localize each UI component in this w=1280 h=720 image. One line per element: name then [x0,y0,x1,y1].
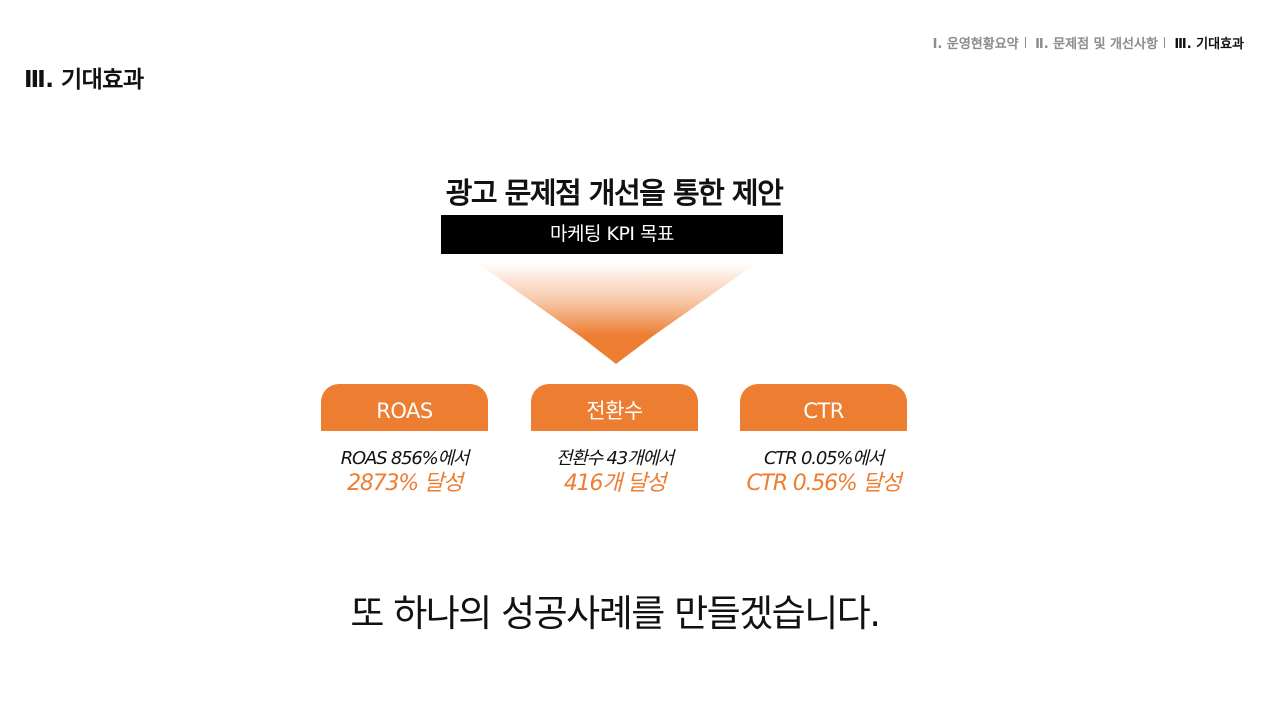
metric-baseline: ROAS 856%에서 [340,448,470,469]
page-title: Ⅲ. 기대효과 [24,67,144,93]
metric-title: CTR [740,384,907,431]
closing-statement: 또 하나의 성공사례를 만들겠습니다. [350,592,881,635]
main-heading: 광고 문제점 개선을 통한 제안 [445,176,784,210]
kpi-banner: 마케팅 KPI 목표 [441,215,783,254]
breadcrumb-item-expected-effects[interactable]: Ⅲ. 기대효과 [1174,37,1244,52]
breadcrumb-separator [1163,37,1166,48]
breadcrumb-item-summary[interactable]: Ⅰ. 운영현황요약 [932,37,1019,52]
metric-target: 416개 달성 [563,471,667,496]
metric-card-conversions: 전환수 전환수 43개에서 416개 달성 [531,384,698,498]
metric-target: 2873% 달성 [347,471,463,496]
breadcrumb-separator [1024,37,1027,48]
metric-baseline: CTR 0.05%에서 [764,448,884,469]
breadcrumb: Ⅰ. 운영현황요약 Ⅱ. 문제점 및 개선사항 Ⅲ. 기대효과 [933,33,1244,52]
metric-title: ROAS [321,384,488,431]
metric-title: 전환수 [531,384,698,431]
metric-baseline: 전환수 43개에서 [555,448,674,469]
metric-card-ctr: CTR CTR 0.05%에서 CTR 0.56% 달성 [740,384,907,498]
metric-target: CTR 0.56% 달성 [746,471,901,496]
breadcrumb-item-issues[interactable]: Ⅱ. 문제점 및 개선사항 [1035,37,1158,52]
metric-card-roas: ROAS ROAS 856%에서 2873% 달성 [321,384,488,498]
